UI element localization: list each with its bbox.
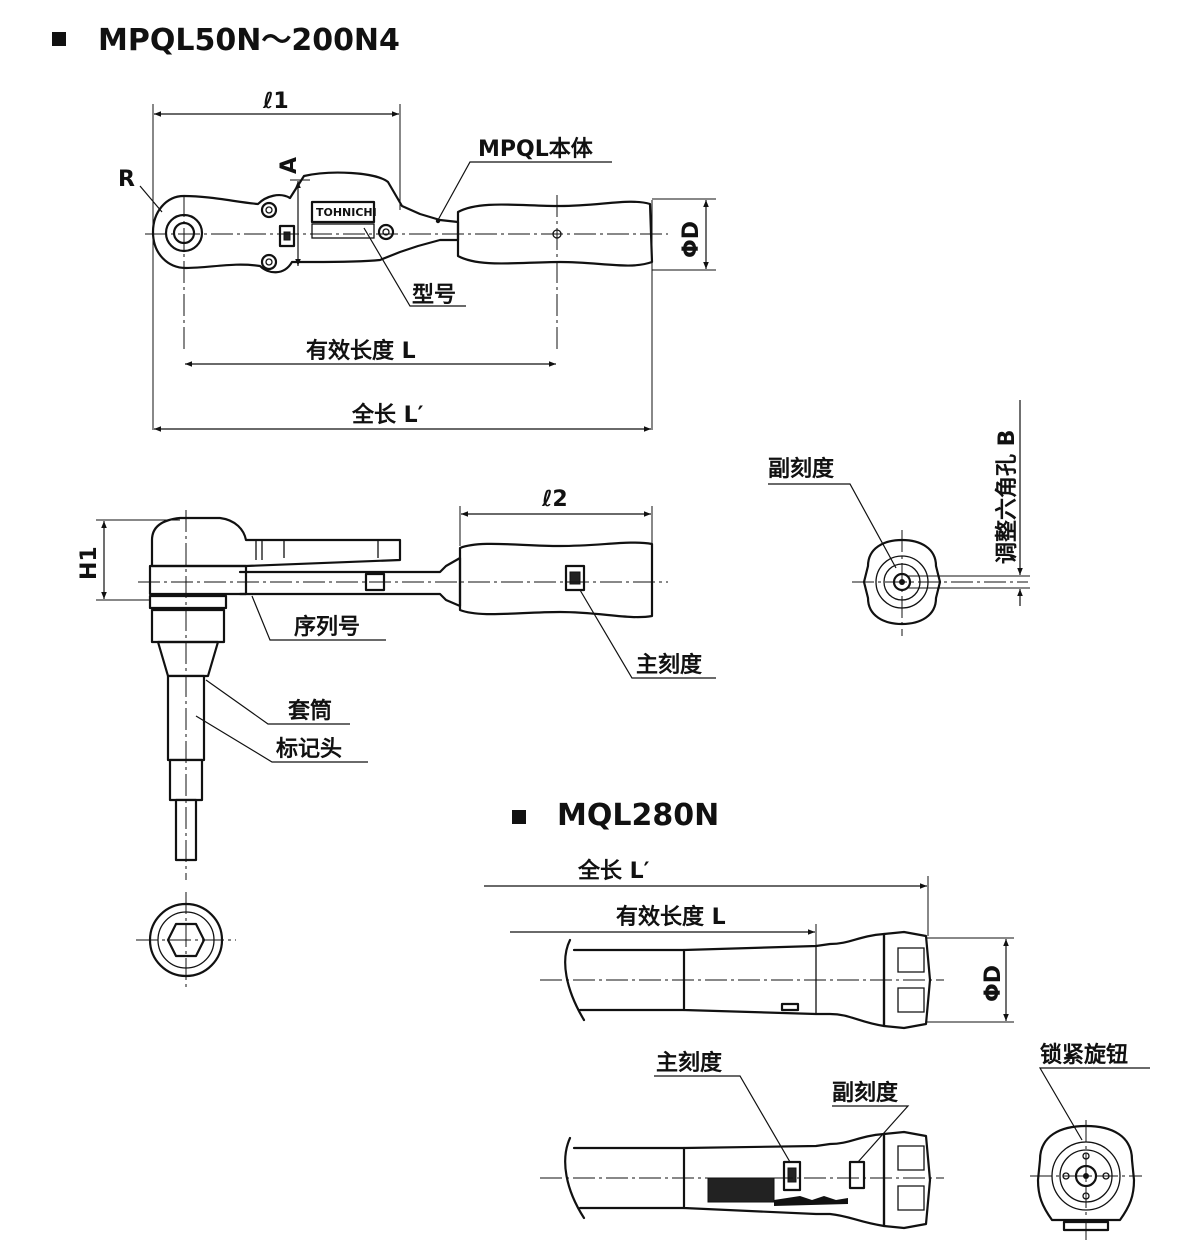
top-view-dimensions [139,104,716,432]
label-main-scale-mql: 主刻度 [656,1050,723,1076]
label-hex-hole: 调整六角孔 B [994,430,1020,564]
handle-end-view [852,530,1028,636]
label-main-scale-side: 主刻度 [636,652,703,678]
label-marker-head: 标记头 [276,736,342,762]
rivet-top [260,201,278,219]
label-mpql-body: MPQL本体 [478,137,594,162]
label-total-length-top: 全长 L′ [351,402,424,428]
rivet-bottom [260,253,278,271]
label-r: R [118,167,135,192]
heading-bullet-bottom [512,810,526,824]
label-effective-length-mql: 有效长度 L [616,904,726,930]
mql-sub-scale-window [848,1160,866,1190]
grip-side-view [458,541,654,619]
socket-end-view [136,892,236,990]
label-phi-d-top: ΦD [679,221,704,258]
mql-top-view [540,930,944,1030]
heading-top-model: MPQL50N～200N4 [98,23,400,58]
mql-knob-top [882,930,932,1030]
label-sub-scale-mql: 副刻度 [832,1080,899,1106]
end-view-dimensions [768,400,1030,606]
mql-end-view [1030,1120,1142,1240]
mql-side-leaders [654,1075,910,1163]
side-view-wrench [138,510,668,880]
label-a: A [277,157,302,174]
label-socket: 套筒 [288,698,332,724]
label-sub-scale-end: 副刻度 [768,456,835,482]
mql-side-view [540,1130,944,1230]
heading-bottom-model: MQL280N [557,798,719,833]
heading-bullet-top [52,32,66,46]
label-serial-no: 序列号 [294,614,360,640]
mql-knob-side [882,1130,932,1230]
label-lock-knob: 锁紧旋钮 [1040,1042,1128,1068]
logo-plate [310,200,376,224]
label-model-no: 型号 [412,283,456,308]
lock-knob-leader [1038,1067,1150,1141]
label-phi-d-mql: ΦD [981,965,1006,1002]
label-effective-length-top: 有效长度 L [306,338,416,364]
rivet-right [377,223,395,241]
mql-top-dimensions [484,876,1014,1023]
logo-text: TOHNICHI [316,206,377,219]
label-h1: H1 [77,546,102,580]
label-l1: ℓ1 [262,89,289,114]
label-total-length-mql: 全长 L′ [577,858,650,884]
top-view-wrench: TOHNICHI [145,171,668,350]
label-l2: ℓ2 [541,487,568,512]
side-view-dimensions [96,506,716,763]
